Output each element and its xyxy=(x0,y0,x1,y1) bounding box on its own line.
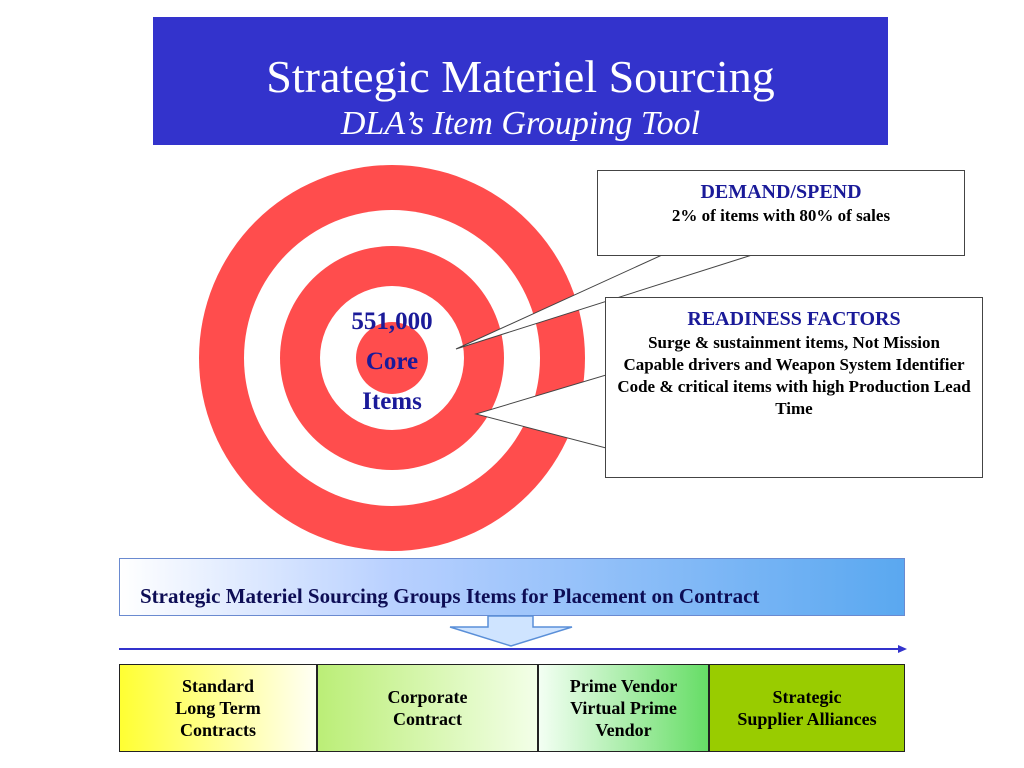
core-items-count: 551,000 xyxy=(351,308,433,335)
contract-type-line: Contracts xyxy=(180,720,256,740)
contract-type-line: Virtual Prime xyxy=(570,698,677,718)
contract-type-line: Vendor xyxy=(595,720,652,740)
contract-type-line: Strategic xyxy=(772,687,842,707)
contract-types-row: Standard Long Term Contracts Corporate C… xyxy=(119,664,905,752)
demand-spend-body: 2% of items with 80% of sales xyxy=(671,206,891,225)
contract-type-strategic-alliances: Strategic Supplier Alliances xyxy=(709,664,905,752)
demand-spend-heading: DEMAND/SPEND xyxy=(700,181,862,203)
core-items-word-items: Items xyxy=(362,388,422,415)
grouping-banner xyxy=(119,558,905,616)
contract-type-line: Long Term xyxy=(175,698,261,718)
contract-type-corporate: Corporate Contract xyxy=(317,664,538,752)
contract-type-standard-long-term: Standard Long Term Contracts xyxy=(119,664,317,752)
page-title: Strategic Materiel Sourcing xyxy=(266,51,775,102)
readiness-factors-heading: READINESS FACTORS xyxy=(687,308,901,330)
title-banner: Strategic Materiel Sourcing DLA’s Item G… xyxy=(153,17,888,145)
core-items-label: 551,000 Core Items xyxy=(330,302,454,422)
contract-type-line: Supplier Alliances xyxy=(737,709,877,729)
contract-type-line: Prime Vendor xyxy=(569,676,678,696)
contract-type-prime-vendor: Prime Vendor Virtual Prime Vendor xyxy=(538,664,709,752)
timeline-arrow-head-icon xyxy=(898,645,907,653)
contract-type-line: Corporate xyxy=(387,687,468,707)
demand-spend-callout: DEMAND/SPEND 2% of items with 80% of sal… xyxy=(597,170,965,256)
down-arrow-icon xyxy=(449,615,573,647)
grouping-banner-text: Strategic Materiel Sourcing Groups Items… xyxy=(140,584,760,608)
core-items-word-core: Core xyxy=(365,348,419,375)
page-subtitle: DLA’s Item Grouping Tool xyxy=(340,105,701,142)
contract-type-line: Contract xyxy=(393,709,462,729)
contract-type-line: Standard xyxy=(181,676,255,696)
readiness-factors-body: Surge & sustainment items, Not Mission C… xyxy=(617,333,971,418)
target-bullseye xyxy=(356,322,428,394)
readiness-factors-callout: READINESS FACTORS Surge & sustainment it… xyxy=(605,297,983,478)
